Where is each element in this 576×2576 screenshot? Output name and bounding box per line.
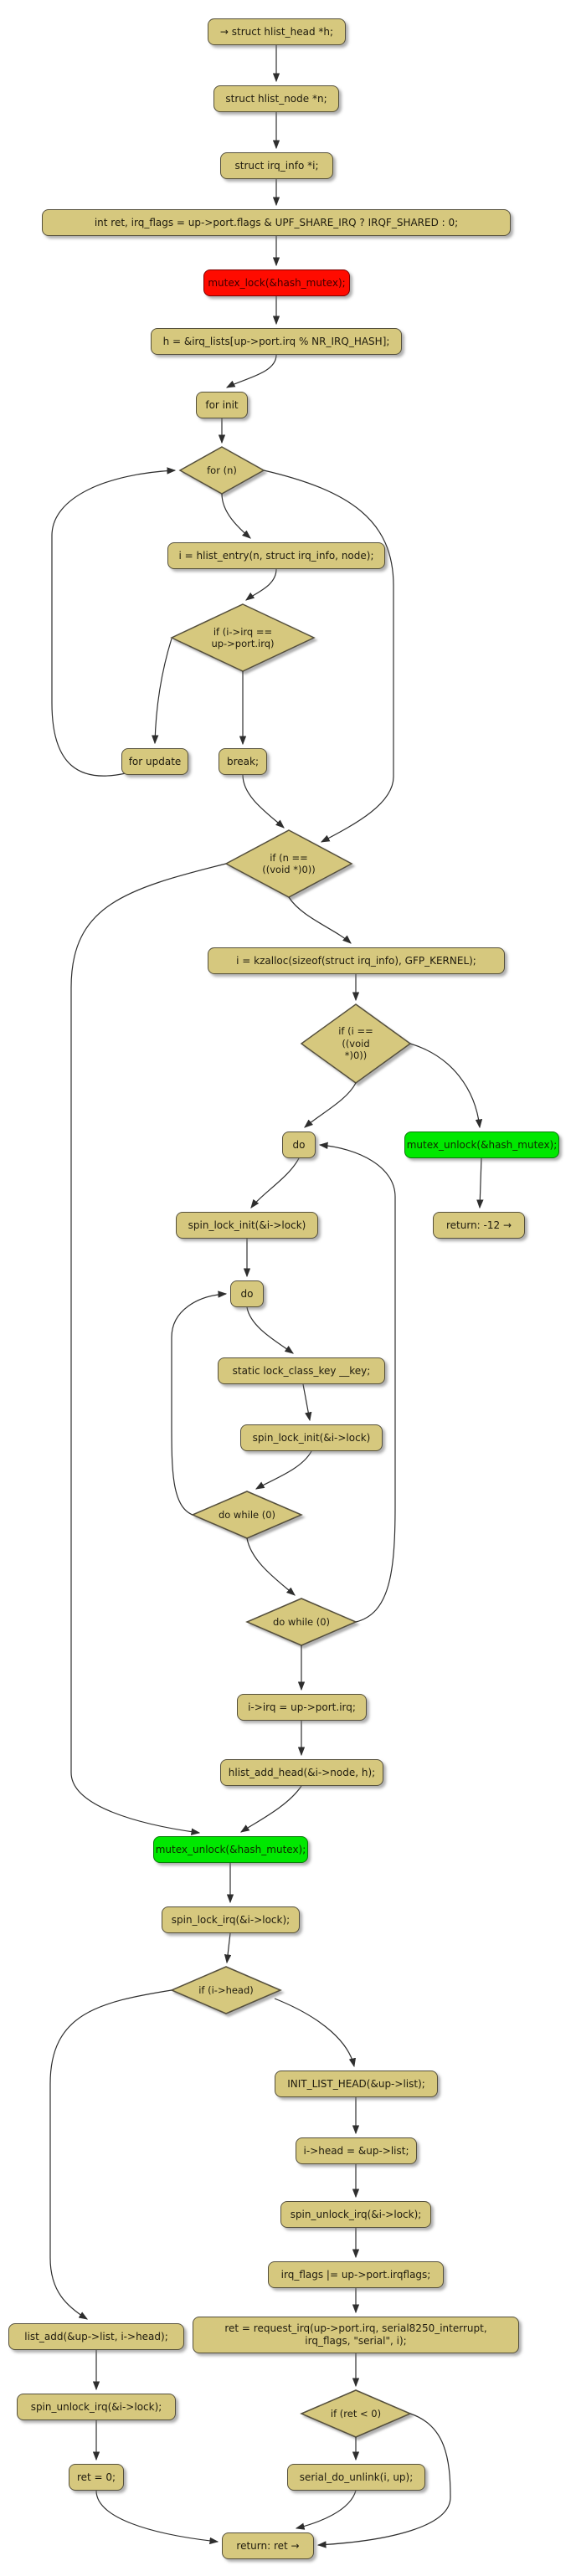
node-if-n-null: if (n == ((void *)0)) <box>262 851 316 875</box>
edge-do-while-inner-to-do-inner <box>171 1291 228 1516</box>
node-decl-hlist-node: struct hlist_node *n; <box>213 85 339 112</box>
node-do-while-outer: do while (0) <box>272 1615 331 1628</box>
node-spin-lock-init-2: spin_lock_init(&i->lock) <box>240 1424 383 1451</box>
node-request-irq: ret = request_irq(up->port.irq, serial82… <box>193 2317 519 2353</box>
edge-for-cond-to-if-n-null <box>263 470 394 843</box>
node-do-inner: do <box>230 1280 264 1307</box>
edge-if-i-head-to-list-add <box>49 1989 172 2320</box>
node-hlist-add-head: hlist_add_head(&i->node, h); <box>220 1759 383 1786</box>
node-for-cond: for (n) <box>207 464 237 476</box>
edge-static-key-to-spin-lock-init-2 <box>302 1383 312 1422</box>
edge-assign-h-to-for-init <box>225 354 277 388</box>
node-assign-irq: i->irq = up->port.irq; <box>237 1694 367 1721</box>
node-decl-irq-info: struct irq_info *i; <box>220 152 333 179</box>
node-assign-h: h = &irq_lists[up->port.irq % NR_IRQ_HAS… <box>151 328 402 355</box>
edge-break-to-if-n-null <box>242 774 285 829</box>
node-mutex-unlock: mutex_unlock(&hash_mutex); <box>153 1836 308 1863</box>
node-mutex-lock: mutex_lock(&hash_mutex); <box>203 269 350 296</box>
edge-hlist-add-head-to-mutex-unlock <box>239 1785 302 1833</box>
node-do-outer: do <box>282 1131 316 1158</box>
edge-if-n-null-to-mutex-unlock <box>70 863 227 1835</box>
node-return-ret: return: ret → <box>222 2532 314 2559</box>
edge-do-while-outer-to-do-outer <box>318 1142 396 1623</box>
edge-if-i-null-to-do-outer <box>304 1082 357 1128</box>
edge-if-irq-match-to-for-update <box>152 638 172 745</box>
edge-spin-lock-init-2-to-do-while-inner <box>255 1450 312 1490</box>
node-if-ret-neg: if (ret < 0) <box>330 2407 382 2419</box>
node-if-irq-match: if (i->irq == up->port.irq) <box>211 625 275 649</box>
node-param-hlist-head: → struct hlist_head *h; <box>208 18 346 45</box>
node-if-i-head: if (i->head) <box>198 1983 254 1996</box>
node-static-key: static lock_class_key __key; <box>218 1357 385 1384</box>
node-spin-lock-irq: spin_lock_irq(&i->lock); <box>162 1906 300 1933</box>
edge-if-i-null-to-mutex-unlock-err <box>409 1043 483 1129</box>
node-spin-unlock-irq-l: spin_unlock_irq(&i->lock); <box>17 2394 176 2420</box>
node-ret-zero: ret = 0; <box>69 2464 124 2491</box>
node-init-ret-irq-flags: int ret, irq_flags = up->port.flags & UP… <box>42 209 511 236</box>
edge-for-update-to-for-cond <box>51 467 177 777</box>
edge-serial-do-unlink-to-return-ret <box>295 2490 357 2530</box>
node-for-init: for init <box>196 392 248 418</box>
shape-if-i-head <box>170 1966 282 2014</box>
node-for-update: for update <box>121 748 188 775</box>
node-init-list-head: INIT_LIST_HEAD(&up->list); <box>275 2071 438 2097</box>
edge-for-cond-to-hlist-entry <box>221 493 251 539</box>
node-serial-do-unlink: serial_do_unlink(i, up); <box>287 2464 425 2491</box>
edge-if-i-head-to-init-list-head <box>274 1998 357 2068</box>
edge-mutex-unlock-err-to-return-enomem <box>476 1157 484 1209</box>
edge-ret-zero-to-return-ret <box>95 2490 219 2545</box>
edge-hlist-entry-to-if-irq-match <box>245 568 277 601</box>
edge-do-outer-to-spin-lock-init-1 <box>250 1157 300 1208</box>
node-if-i-null: if (i == ((void *)0)) <box>338 1025 373 1062</box>
edge-if-n-null-to-kzalloc <box>288 896 352 944</box>
node-do-while-inner: do while (0) <box>218 1508 276 1521</box>
node-list-add: list_add(&up->list, i->head); <box>8 2323 184 2350</box>
node-kzalloc: i = kzalloc(sizeof(struct irq_info), GFP… <box>208 947 505 974</box>
node-break: break; <box>219 748 267 775</box>
edge-spin-lock-irq-to-if-i-head <box>224 1932 232 1964</box>
edge-do-inner-to-static-key <box>246 1306 294 1354</box>
edge-if-ret-neg-to-return-ret <box>316 2413 451 2548</box>
node-hlist-entry: i = hlist_entry(n, struct irq_info, node… <box>167 542 385 569</box>
node-spin-unlock-irq-r: spin_unlock_irq(&i->lock); <box>280 2201 431 2228</box>
node-return-enomem: return: -12 → <box>433 1212 525 1239</box>
node-mutex-unlock-err: mutex_unlock(&hash_mutex); <box>404 1131 559 1158</box>
node-spin-lock-init-1: spin_lock_init(&i->lock) <box>176 1212 318 1239</box>
node-assign-i-head: i->head = &up->list; <box>296 2137 417 2164</box>
node-irq-flags-or: irq_flags |= up->port.irqflags; <box>268 2261 444 2288</box>
edge-do-while-inner-to-do-while-outer <box>246 1537 296 1596</box>
